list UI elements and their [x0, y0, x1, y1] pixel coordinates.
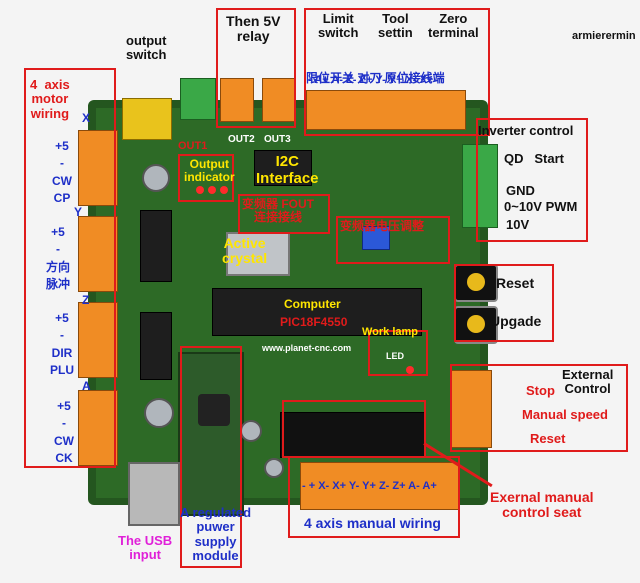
axis-a-terminal [78, 390, 118, 466]
led-label: LED [386, 351, 404, 361]
driver-ic-2 [140, 312, 172, 380]
usb-input-label: The USB input [118, 533, 173, 563]
manual-header-box [282, 400, 426, 458]
active-crystal-label: Active crystal [222, 235, 268, 267]
out-led-3 [220, 186, 228, 194]
manual-speed-label: Manual speed [522, 407, 608, 422]
pic-microcontroller [212, 288, 422, 336]
inverter-terminal [462, 144, 498, 228]
axis-y-label: Y [74, 205, 83, 219]
output-switch-terminal [180, 78, 216, 120]
qd-start-label: QD Start [504, 151, 564, 166]
inverter-connect-box [238, 194, 330, 234]
voltage-potentiometer [362, 226, 390, 250]
reset-label: Reset [496, 275, 535, 291]
i2c-chip [254, 150, 312, 186]
manual-wiring-terminal [300, 462, 460, 510]
pins-block-4: +5 - CW CK [54, 399, 74, 466]
pwm-label: 0~10V PWM [504, 199, 578, 214]
i2c-interface-label: I2C Interface [256, 153, 319, 187]
capacitor-1 [142, 164, 170, 192]
motor-wiring-label: 4 axis motor wiring [30, 77, 70, 121]
manual-wiring-label: 4 axis manual wiring [304, 515, 441, 531]
driver-ic-1 [140, 210, 172, 282]
out-led-2 [208, 186, 216, 194]
10v-label: 10V [506, 217, 530, 232]
usb-port [128, 462, 180, 526]
zero-terminal-label: Zero terminal [428, 11, 479, 41]
pins-block-1: +5 - CW CP [52, 139, 72, 206]
gnd-label: GND [506, 183, 535, 198]
manual-header-connector [280, 412, 426, 458]
tool-setting-label: Tool settin [378, 11, 413, 41]
axis-z-label: Z [82, 293, 90, 307]
work-led [406, 366, 414, 374]
axis-y-terminal [78, 216, 118, 292]
output-switch-label: output switch [126, 33, 167, 63]
work-lamp-label: Work lamp [362, 326, 419, 338]
inverter-control-label: Inverter control [478, 123, 574, 138]
relay-label: Then 5V relay [226, 13, 281, 45]
inverter-control-box [476, 118, 588, 242]
out-led-1 [196, 186, 204, 194]
pins-block-3: +5 - DIR PLU [50, 311, 74, 378]
work-lamp-box [368, 330, 428, 376]
motor-wiring-box [24, 68, 116, 468]
relay-box [216, 8, 296, 128]
manual-pins-label: - + X- X+ Y- Y+ Z- Z+ A- A+ [302, 480, 437, 492]
axis-a-label: A [82, 379, 91, 393]
limit-terminal-strip [306, 90, 466, 130]
reset2-label: Reset [530, 431, 566, 446]
limit-pins-label: - A+ A- Z- Z+ Y- Y+ X- X+ [308, 74, 434, 86]
stop-label: Stop [526, 383, 555, 398]
computer-label: Computer [284, 297, 341, 311]
out2-label: OUT2 [228, 134, 255, 145]
out3-label: OUT3 [264, 134, 291, 145]
limit-switch-label: Limit switch [318, 11, 359, 41]
external-control-box [450, 364, 628, 452]
output-indicator-box [178, 154, 234, 202]
external-control-label: External Control [562, 367, 614, 397]
capacitor-2 [144, 398, 174, 428]
manual-wiring-box [288, 456, 460, 538]
exernal-manual-label: Exernal manual control seat [490, 489, 594, 521]
power-module-box [180, 346, 242, 568]
axis-x-label: X [82, 111, 91, 125]
limit-cn-label: 限位开关 对刀 原位接线端 [306, 71, 445, 85]
voltage-adjust-box [336, 216, 450, 264]
inductor [198, 394, 230, 426]
capacitor-4 [264, 458, 284, 478]
pic-chip-label: PIC18F4550 [280, 315, 348, 329]
out1-label: OUT1 [178, 140, 208, 152]
limit-switch-box [304, 8, 490, 136]
relay-terminal-1 [220, 78, 254, 122]
inverter-voltage-label: 变频器电压调整 [340, 219, 425, 233]
relay-component [122, 98, 172, 140]
output-indicator-label: Output indicator [184, 157, 235, 185]
axis-z-terminal [78, 302, 118, 378]
inverter-cn-label: 变频器 FOUT 连接接线 [242, 197, 314, 225]
cropped-text: armierermin [572, 30, 636, 42]
reset-upgrade-box [454, 264, 554, 342]
pcb-url: www.planet-cnc.com [262, 343, 352, 353]
power-module-label: A regulated puwer supply module [180, 505, 252, 563]
axis-x-terminal [78, 130, 118, 206]
pins-block-2: +5 - 方向 脉冲 [46, 225, 71, 292]
capacitor-3 [240, 420, 262, 442]
upgade-label: Upgade [490, 313, 542, 329]
